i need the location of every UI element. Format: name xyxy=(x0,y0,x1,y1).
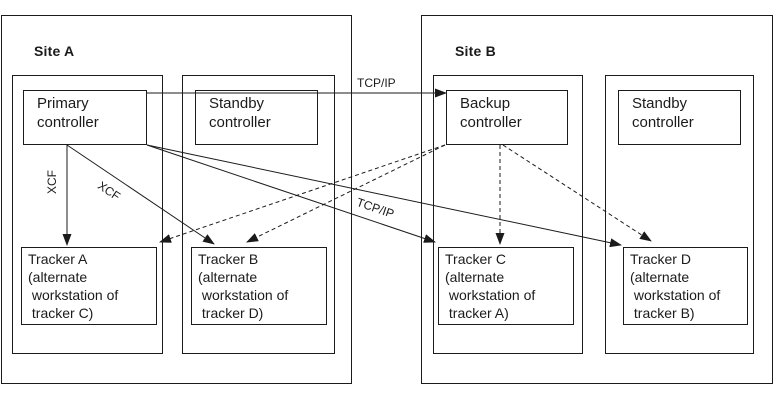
label-line: tracker C) xyxy=(28,305,94,321)
label-line: Tracker B xyxy=(198,251,259,267)
label-line: Backup xyxy=(460,95,511,112)
xcf-vertical-label: XCF xyxy=(45,170,59,194)
tracker-b-box xyxy=(191,247,327,325)
label-line: Tracker A xyxy=(28,251,88,267)
tcpip-top-label: TCP/IP xyxy=(357,76,396,90)
tracker-c-label: Tracker C (alternate workstation of trac… xyxy=(445,250,535,322)
standby-controller-b-label: Standby controller xyxy=(632,94,694,132)
primary-controller-box xyxy=(23,90,147,145)
label-line: workstation of xyxy=(445,287,536,303)
label-line: controller xyxy=(632,114,694,131)
label-line: workstation of xyxy=(630,287,721,303)
label-line: controller xyxy=(460,114,522,131)
label-line: controller xyxy=(37,114,99,131)
label-line: Primary xyxy=(37,95,89,112)
standby-controller-a-label: Standby controller xyxy=(209,94,271,132)
label-line: workstation of xyxy=(198,287,289,303)
label-line: (alternate xyxy=(445,269,505,285)
standby-controller-b-box xyxy=(618,90,741,145)
label-line: tracker B) xyxy=(630,305,695,321)
tracker-d-box xyxy=(623,247,748,325)
label-line: Standby xyxy=(632,95,688,112)
tcpip-diagonal-label: TCP/IP xyxy=(354,195,396,221)
tracker-d-label: Tracker D (alternate workstation of trac… xyxy=(630,250,720,322)
backup-controller-label: Backup controller xyxy=(460,94,522,132)
tracker-c-box xyxy=(438,247,574,325)
tracker-b-label: Tracker B (alternate workstation of trac… xyxy=(198,250,288,322)
label-line: controller xyxy=(209,114,271,131)
label-line: (alternate xyxy=(28,269,88,285)
label-line: Standby xyxy=(209,95,265,112)
standby-controller-a-box xyxy=(195,90,318,145)
label-line: tracker D) xyxy=(198,305,264,321)
label-line: (alternate xyxy=(198,269,258,285)
label-line: Tracker C xyxy=(445,251,506,267)
backup-controller-box xyxy=(446,90,568,145)
label-line: workstation of xyxy=(28,287,119,303)
site-a-label: Site A xyxy=(34,43,75,59)
tracker-a-label: Tracker A (alternate workstation of trac… xyxy=(28,250,118,322)
label-line: Tracker D xyxy=(630,251,691,267)
tracker-a-box xyxy=(21,247,157,325)
primary-controller-label: Primary controller xyxy=(37,94,99,132)
label-line: (alternate xyxy=(630,269,690,285)
label-line: tracker A) xyxy=(445,305,509,321)
site-b-label: Site B xyxy=(455,43,496,59)
